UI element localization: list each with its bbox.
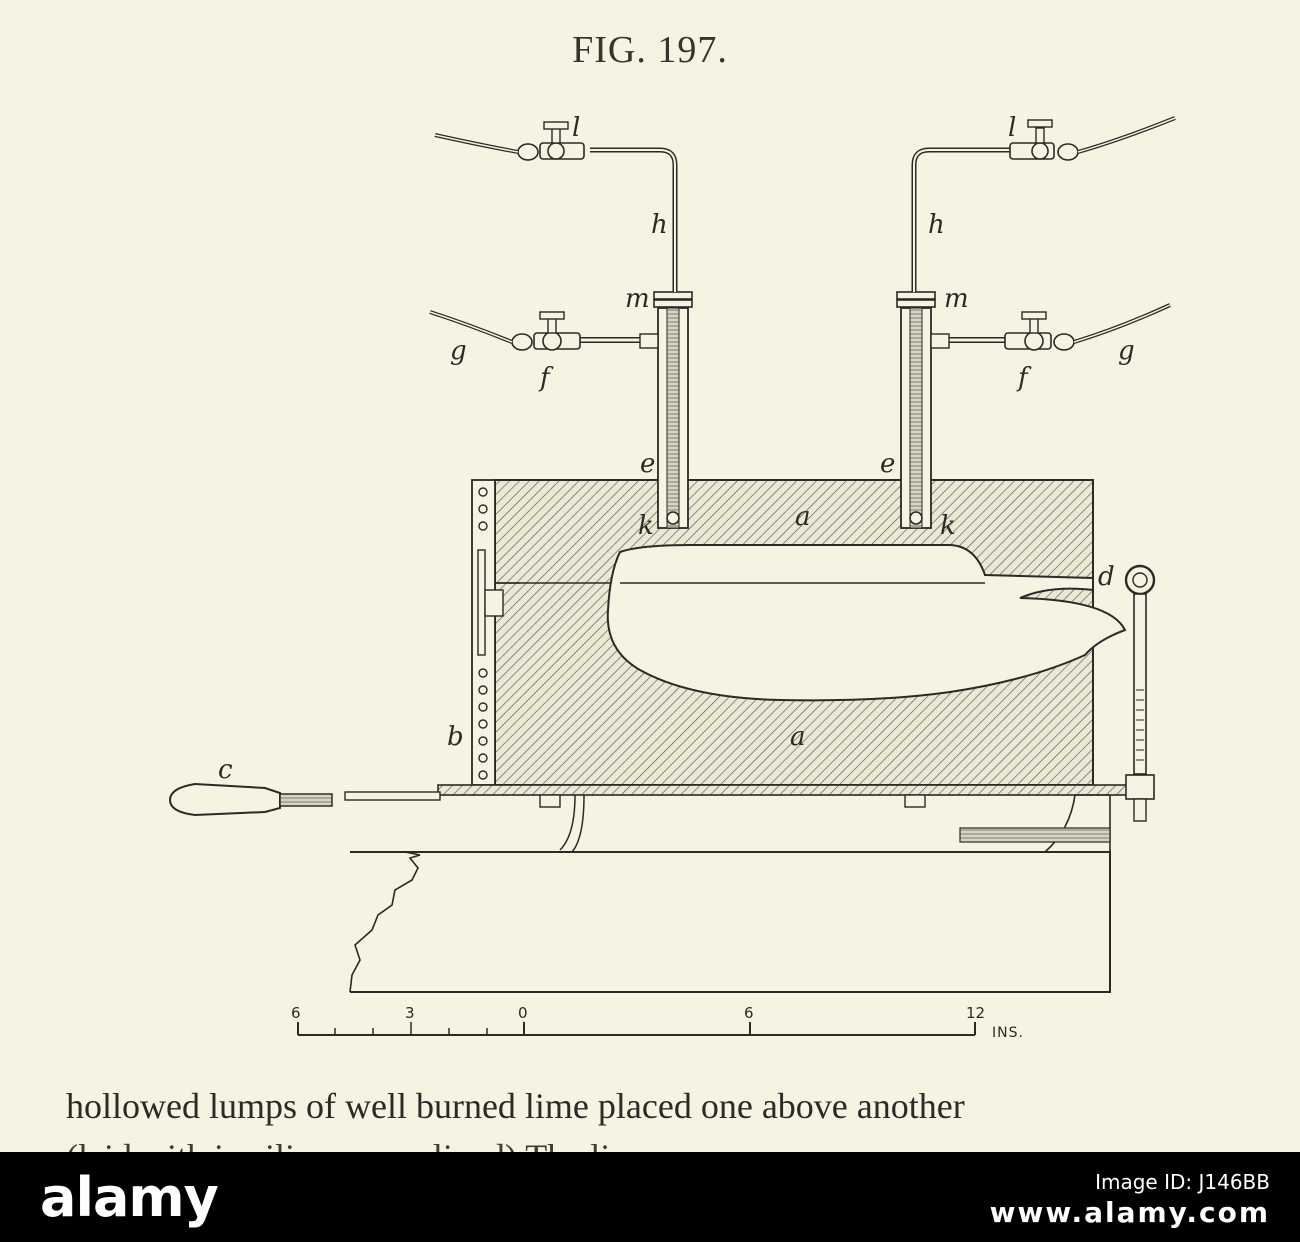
label-e-left: e bbox=[640, 449, 655, 479]
valve-lower-left bbox=[429, 310, 581, 351]
label-l-right: l bbox=[1008, 113, 1016, 143]
figure-title: FIG. 197. bbox=[572, 29, 728, 71]
label-m-left: m bbox=[625, 284, 650, 314]
label-f-left: f bbox=[538, 363, 554, 393]
clamp-bolt bbox=[1124, 564, 1156, 822]
book-page: FIG. 197. bbox=[66, 29, 1176, 1177]
stand bbox=[349, 794, 1111, 993]
image-id: Image ID: J146BB bbox=[1095, 1170, 1270, 1194]
site-url: www.alamy.com bbox=[989, 1196, 1270, 1229]
furnace-diagram: l l h h m m g g f f e e k k a a d b c 6 bbox=[168, 113, 1176, 1041]
label-l-left: l bbox=[572, 113, 580, 143]
scale-tick-6-left: 6 bbox=[291, 1004, 301, 1022]
label-h-left: h bbox=[651, 210, 668, 240]
side-frame bbox=[471, 479, 520, 786]
label-a-lower: a bbox=[790, 722, 806, 752]
valve-upper-right bbox=[1009, 116, 1176, 161]
valve-upper-left bbox=[434, 121, 585, 161]
scale-bar: 6 3 0 6 12 INS. bbox=[291, 1004, 1024, 1041]
scale-tick-3: 3 bbox=[405, 1004, 415, 1022]
watermark-bar: alamy Image ID: J146BB www.alamy.com bbox=[0, 1152, 1300, 1242]
left-burner bbox=[580, 147, 693, 529]
label-a-upper: a bbox=[795, 502, 811, 532]
label-b: b bbox=[447, 722, 464, 752]
scale-tick-12: 12 bbox=[966, 1004, 985, 1022]
label-h-right: h bbox=[928, 210, 945, 240]
valve-lower-right bbox=[1004, 303, 1171, 351]
label-c: c bbox=[218, 755, 233, 785]
scale-unit: INS. bbox=[992, 1025, 1024, 1041]
label-k-left: k bbox=[638, 511, 654, 541]
lime-block bbox=[494, 479, 1127, 786]
alamy-logo: alamy bbox=[40, 1166, 219, 1229]
label-d: d bbox=[1098, 562, 1115, 592]
label-k-right: k bbox=[940, 511, 956, 541]
body-text-line-1: hollowed lumps of well burned lime place… bbox=[66, 1086, 965, 1126]
label-f-right: f bbox=[1016, 363, 1032, 393]
scale-tick-6-right: 6 bbox=[744, 1004, 754, 1022]
label-g-right: g bbox=[1118, 336, 1135, 366]
handle bbox=[168, 782, 441, 817]
label-e-right: e bbox=[880, 449, 895, 479]
label-g-left: g bbox=[450, 336, 467, 366]
label-m-right: m bbox=[944, 284, 969, 314]
right-burner bbox=[896, 147, 1010, 529]
image-info: Image ID: J146BB www.alamy.com bbox=[990, 1170, 1270, 1229]
scale-tick-0: 0 bbox=[518, 1004, 528, 1022]
